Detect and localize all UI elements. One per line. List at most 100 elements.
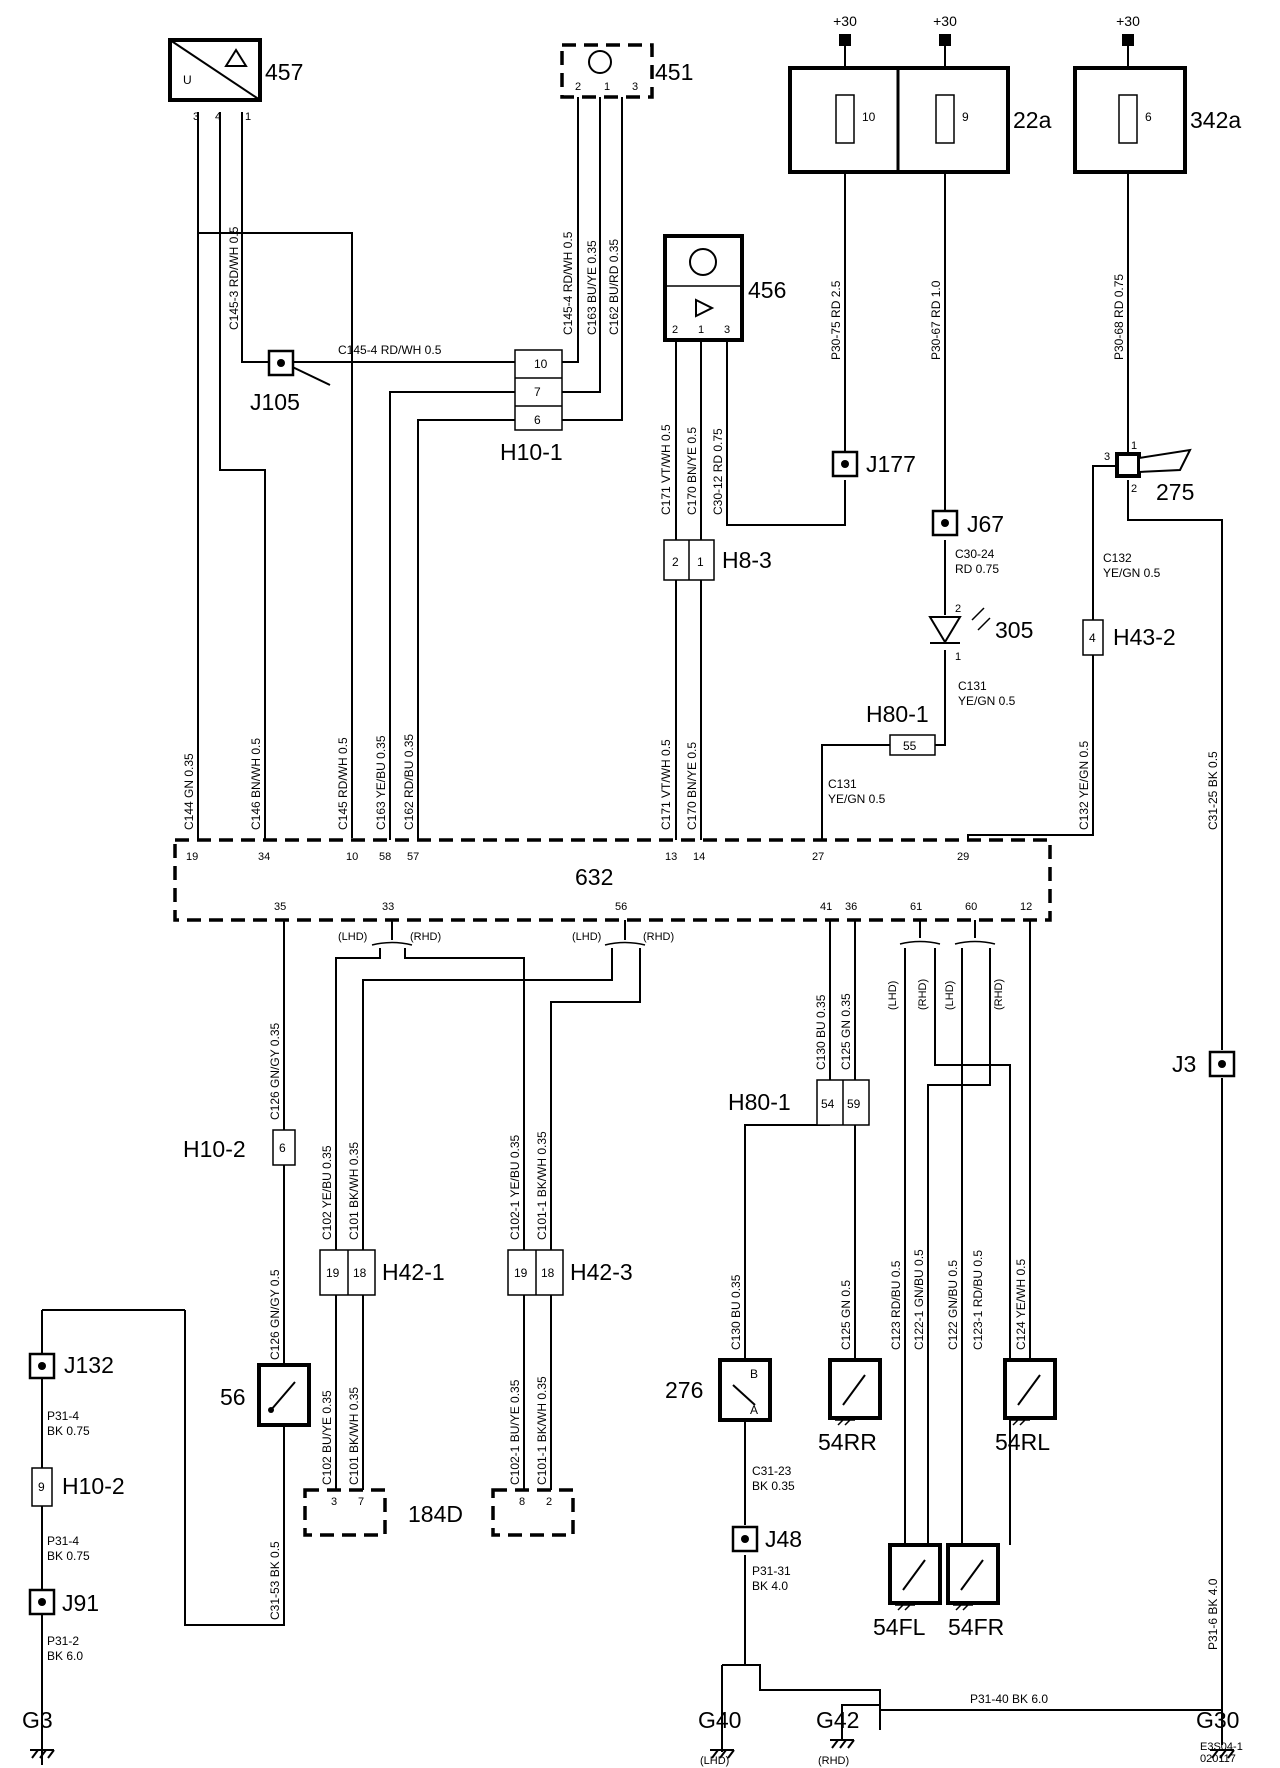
wire-label-c101-1-b: C101-1 BK/WH 0.35 [535,1376,549,1485]
wire-label-c125-b: C125 GN 0.5 [839,1280,853,1350]
ground-G42-label: G42 [816,1707,859,1733]
junction-J3-label: J3 [1172,1051,1196,1077]
ground-icon [895,1603,915,1611]
pin-632-10: 10 [346,851,358,863]
pin-632-57: 57 [407,851,419,863]
component-54FL-label: 54FL [873,1614,926,1640]
pin-h10-2-9: 9 [38,1480,45,1494]
diagram-date: 020117 [1200,1753,1236,1765]
wire-label-c101-b: C101 BK/WH 0.35 [347,1387,361,1485]
component-54FR-label: 54FR [948,1614,1004,1640]
pin-632-36: 36 [845,901,857,913]
pin-184d-8: 8 [519,1496,525,1508]
pin-h42-1-18: 18 [353,1266,367,1280]
amplifier-icon [695,298,715,318]
wire-label-c30-12: C30-12 RD 0.75 [711,428,725,515]
junction-J132-label: J132 [64,1352,114,1378]
fuse-9-label: 9 [962,110,969,124]
pin-457-3: 3 [193,111,199,123]
wire-label-c101-a: C101 BK/WH 0.35 [347,1142,361,1240]
connector-H42-3-label: H42-3 [570,1259,633,1285]
wire-label-c31-23-spec: BK 0.35 [752,1479,795,1493]
pin-632-12: 12 [1020,901,1032,913]
pin-632-19: 19 [186,851,198,863]
component-632-label: 632 [575,864,613,890]
market-variant-labels: (LHD) (RHD) (LHD) (RHD) (LHD) (RHD) (LHD… [338,931,1005,1010]
wire-label-c146: C146 BN/WH 0.5 [249,738,263,830]
pin-305-1: 1 [955,651,961,663]
component-451: 2 1 3 451 [560,43,693,99]
component-275-label: 275 [1156,479,1194,505]
wires [41,40,1223,1765]
horn-icon [1138,448,1192,474]
pin-h10-1-6: 6 [534,413,541,427]
supply-terminal-3 [1122,34,1134,46]
wire-label-p31-31: P31-31 [752,1564,791,1578]
connector-H42-1-label: H42-1 [382,1259,445,1285]
wire-label-c171-upper: C171 VT/WH 0.5 [659,424,673,515]
sensor-icon [224,48,248,67]
wire-label-c145-4-v: C145-4 RD/WH 0.5 [561,231,575,335]
wire-label-c131-c: C131 [828,777,857,791]
pin-275-2: 2 [1131,483,1137,495]
pin-h8-3-2: 2 [672,555,679,569]
pin-457-u: U [183,73,192,87]
wire-label-c102-1-a: C102-1 YE/BU 0.35 [508,1134,522,1240]
wire-label-c102-b: C102 BU/YE 0.35 [320,1390,334,1485]
pin-h80-1-55: 55 [903,739,917,753]
pin-632-58: 58 [379,851,391,863]
connector-H8-3-label: H8-3 [722,547,772,573]
lhd-label-61: (LHD) [887,981,899,1010]
component-305-label: 305 [995,617,1033,643]
junction-J67: J67 [931,509,1004,537]
wire-label-c126-b: C126 GN/GY 0.5 [268,1269,282,1360]
supply-label-1: +30 [833,13,857,29]
pin-h10-1-10: 10 [534,357,548,371]
component-56-label: 56 [220,1384,246,1410]
junction-J177-label: J177 [866,451,916,477]
wire-label-c30-24-spec: RD 0.75 [955,562,999,576]
wire-label-c123-1: C123-1 RD/BU 0.5 [971,1250,985,1350]
supply-terminal-2 [939,34,951,46]
wire-label-p31-4-spec-a: BK 0.75 [47,1424,90,1438]
wire-label-c102-a: C102 YE/BU 0.35 [320,1145,334,1240]
ground-G42: G42 (RHD) [816,1704,880,1767]
pin-h42-3-19: 19 [514,1266,528,1280]
wire-label-c31-23: C31-23 [752,1464,792,1478]
supply-label-3: +30 [1116,13,1140,29]
component-457-label: 457 [265,59,303,85]
pin-h8-3-1: 1 [697,555,704,569]
component-632: 632 19 34 10 58 57 13 14 27 29 35 33 56 … [173,838,1052,922]
fuse-10 [835,94,855,144]
pin-632-41: 41 [820,901,832,913]
level-sensor-icon [689,248,717,276]
component-457: U 457 3 4 1 [168,38,303,123]
switch-54FL: 54FL [873,1543,942,1640]
junction-J67-label: J67 [967,511,1004,537]
wire-label-p31-2-spec: BK 6.0 [47,1649,83,1663]
switch-icon [270,1381,296,1411]
junction-J48-label: J48 [765,1526,802,1552]
component-456: 2 1 3 456 [663,234,786,342]
connector-H43-2-label: H43-2 [1113,624,1176,650]
connector-H43-2: 4 H43-2 [1082,619,1176,656]
wire-label-c101-1-a: C101-1 BK/WH 0.35 [535,1131,549,1240]
connector-H10-2-9: 9 H10-2 [31,1467,125,1507]
fuse-9 [935,94,955,144]
wire-label-c163: C163 YE/BU 0.35 [374,735,388,830]
pin-h80-1-54: 54 [821,1097,835,1111]
wire-label-c132: C132 YE/GN 0.5 [1077,741,1091,830]
switch-56: 56 [220,1363,311,1427]
component-22a-label: 22a [1013,107,1052,133]
component-305-led: 2 1 305 [928,603,1033,663]
wire-label-c130-a: C130 BU 0.35 [814,994,828,1070]
connector-H10-2a-label: H10-2 [183,1136,246,1162]
pin-457-1: 1 [245,111,251,123]
junction-J91: J91 [28,1588,99,1616]
ground-icon [710,1749,735,1759]
connector-H10-1: 10 7 6 H10-1 [500,349,563,465]
switch-icon [902,1559,926,1591]
wire-label-c162-v: C162 BU/RD 0.35 [607,239,621,335]
switch-icon [732,1384,756,1406]
